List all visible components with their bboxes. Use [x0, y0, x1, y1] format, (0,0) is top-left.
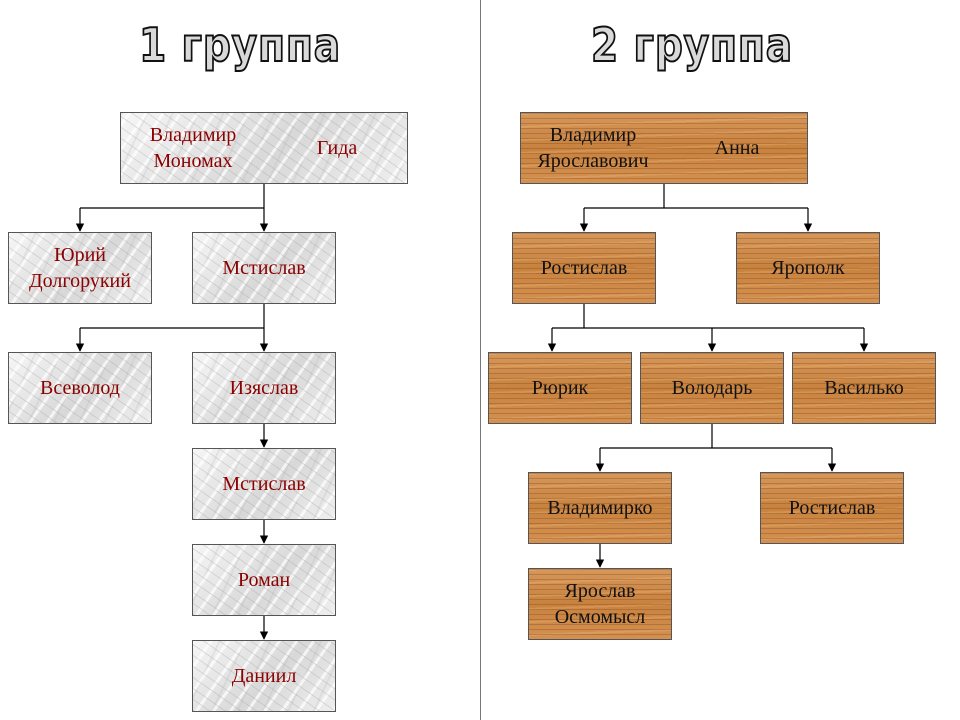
izyaslav-box: Изяслав	[192, 352, 336, 424]
yuri-dolgoruky-label: Юрий Долгорукий	[29, 244, 131, 292]
rostislav-2-box: Ростислав	[760, 472, 904, 544]
group-1-title: 1 группа	[138, 17, 341, 73]
mstislav-2-label: Мстислав	[222, 473, 306, 495]
gida-label: Гида	[316, 137, 358, 159]
yaropolk-box: Ярополк	[736, 232, 880, 304]
group-2-title: 2 группа	[590, 17, 793, 73]
vsevolod-box: Всеволод	[8, 352, 152, 424]
mstislav-2-box: Мстислав	[192, 448, 336, 520]
yaropolk-label: Ярополк	[771, 257, 845, 279]
vladimir-monomakh-couple-box: Владимир Мономах Гида	[120, 112, 408, 184]
vasilko-label: Василько	[824, 377, 904, 399]
izyaslav-label: Изяслав	[229, 377, 299, 399]
vsevolod-label: Всеволод	[40, 377, 120, 399]
anna-label: Анна	[714, 137, 760, 159]
yuri-dolgoruky-box: Юрий Долгорукий	[8, 232, 152, 304]
yaroslav-osmomysl-box: Ярослав Осмомысл	[528, 568, 672, 640]
ryurik-label: Рюрик	[531, 377, 589, 399]
daniil-label: Даниил	[231, 665, 297, 687]
yaroslav-osmomysl-label: Ярослав Осмомысл	[554, 580, 646, 628]
vladimirko-label: Владимирко	[547, 497, 653, 519]
mstislav-label: Мстислав	[222, 257, 306, 279]
vladimirko-box: Владимирко	[528, 472, 672, 544]
daniil-box: Даниил	[192, 640, 336, 712]
vladimir-yaroslavich-couple-box: Владимир Ярославович Анна	[520, 112, 808, 184]
rostislav-label: Ростислав	[540, 257, 628, 279]
mstislav-box: Мстислав	[192, 232, 336, 304]
vladimir-monomakh-label: Владимир Мономах	[149, 124, 237, 172]
ryurik-box: Рюрик	[488, 352, 632, 424]
roman-box: Роман	[192, 544, 336, 616]
vladimir-yaroslavich-label: Владимир Ярославович	[537, 124, 649, 172]
volodar-label: Володарь	[671, 377, 753, 399]
center-divider	[480, 0, 481, 720]
volodar-box: Володарь	[640, 352, 784, 424]
vasilko-box: Василько	[792, 352, 936, 424]
rostislav-box: Ростислав	[512, 232, 656, 304]
roman-label: Роман	[237, 569, 291, 591]
rostislav-2-label: Ростислав	[788, 497, 876, 519]
